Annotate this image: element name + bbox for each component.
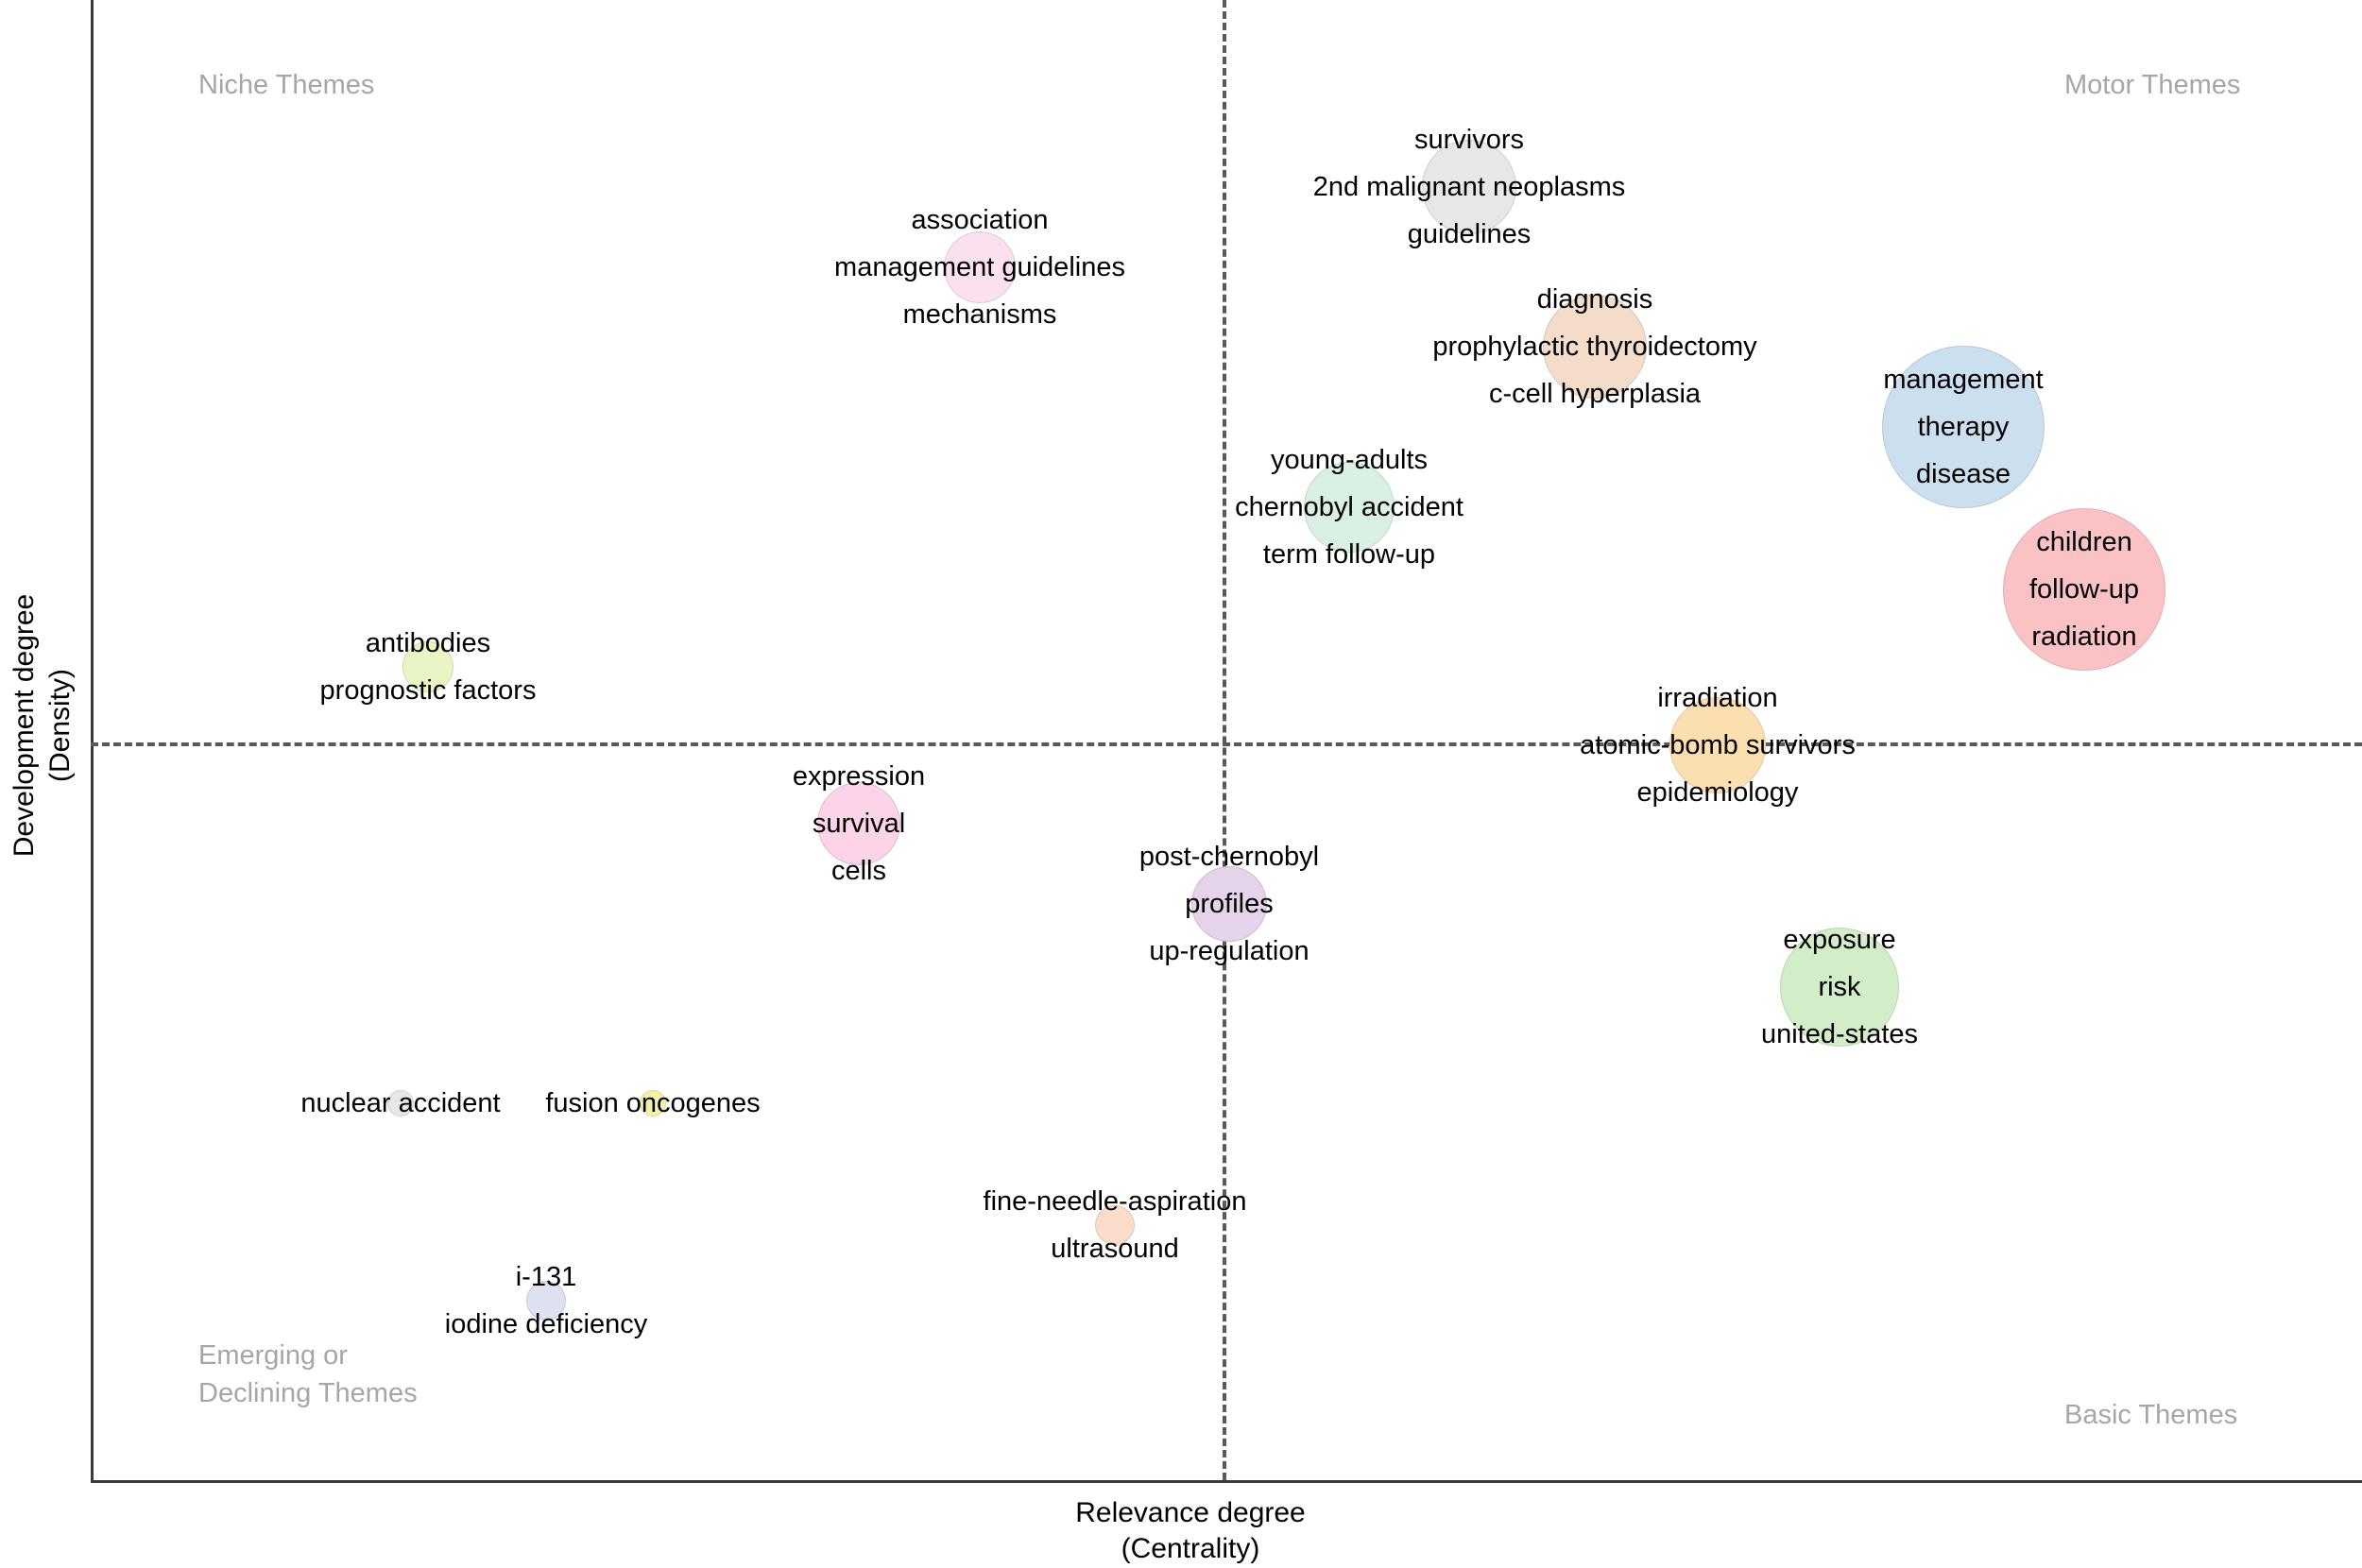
- theme-bubble-association-cluster[interactable]: [944, 231, 1016, 303]
- theme-bubble-i-131-cluster[interactable]: [526, 1281, 566, 1321]
- vertical-quadrant-divider: [1223, 0, 1226, 1480]
- quadrant-label-motor-themes: Motor Themes: [2064, 70, 2241, 100]
- x-axis-line: [91, 1480, 2362, 1483]
- theme-bubble-fusion-oncogenes-cluster[interactable]: [640, 1090, 666, 1116]
- theme-bubble-irradiation-cluster[interactable]: [1669, 697, 1766, 793]
- quadrant-label-basic-themes: Basic Themes: [2064, 1400, 2238, 1430]
- horizontal-quadrant-divider: [91, 742, 2362, 746]
- quadrant-label-emerging-themes: Emerging or Declining Themes: [198, 1340, 418, 1408]
- theme-bubble-expression-cluster[interactable]: [817, 782, 900, 865]
- theme-bubble-diagnosis-cluster[interactable]: [1543, 295, 1647, 399]
- theme-bubble-children-cluster[interactable]: [2003, 508, 2165, 671]
- theme-bubble-survivors-cluster[interactable]: [1422, 140, 1516, 234]
- theme-bubble-exposure-cluster[interactable]: [1780, 928, 1899, 1047]
- theme-bubble-fine-needle-aspiration-cluster[interactable]: [1095, 1205, 1135, 1245]
- theme-bubble-post-chernobyl-cluster[interactable]: [1191, 866, 1267, 942]
- x-axis-title: Relevance degree (Centrality): [1075, 1497, 1306, 1564]
- y-axis-title: Development degree (Density): [9, 593, 76, 858]
- quadrant-label-niche-themes: Niche Themes: [198, 70, 375, 100]
- y-axis-line: [91, 0, 94, 1483]
- theme-bubble-management-cluster[interactable]: [1882, 346, 2045, 508]
- theme-bubble-nuclear-accident-cluster[interactable]: [387, 1090, 414, 1116]
- theme-bubble-antibodies-cluster[interactable]: [402, 641, 454, 692]
- theme-bubble-young-adults-cluster[interactable]: [1304, 462, 1395, 553]
